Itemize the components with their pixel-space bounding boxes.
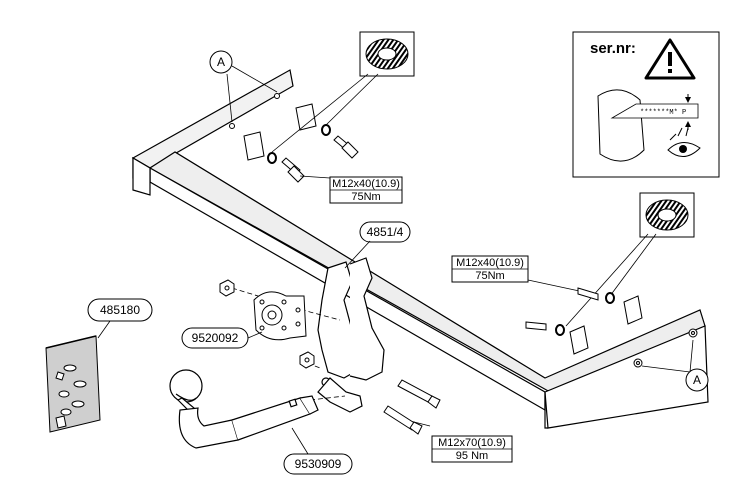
leader-lines-top [226,65,379,179]
circle-a-top: A [209,50,233,74]
bottom-spec: M12x70(10.9) 95 Nm [431,435,513,463]
right-washers [555,292,615,336]
socket-plate [253,291,307,341]
top-left-bolts [281,135,359,183]
svg-text:M12x70(10.9): M12x70(10.9) [438,437,506,449]
bolt-spec-right: M12x40(10.9) 75Nm [451,255,529,283]
top-left-washers [267,124,331,164]
right-plates [569,295,643,355]
bottom-bolts [383,379,441,435]
serrated-washer-right [639,192,695,238]
top-left-plates [243,103,317,161]
svg-text:4851/4: 4851/4 [367,225,404,239]
right-plate-holes [633,328,698,368]
serrated-washer-icon [359,31,415,77]
serial-number-panel: ser.nr: *******M* P [572,31,720,178]
svg-text:M12x40(10.9): M12x40(10.9) [456,257,524,269]
circle-a-right: A [685,368,709,392]
right-bolts [525,287,599,331]
svg-text:A: A [217,55,225,69]
svg-text:ser.nr:: ser.nr: [590,40,636,57]
nuts [219,279,315,369]
kit-bag [45,335,101,433]
leader-lines-right [405,233,694,427]
kit-label: 485180 [87,298,153,339]
bar-bracket [317,257,385,413]
svg-text:A: A [693,373,701,387]
svg-text:M12x40(10.9): M12x40(10.9) [332,178,400,190]
svg-text:*******M* P: *******M* P [640,109,686,117]
svg-text:485180: 485180 [100,303,140,317]
svg-text:75Nm: 75Nm [351,191,380,203]
ball-label: 9530909 [283,427,353,475]
socket-plate-label: 9520092 [181,327,263,349]
svg-text:95 Nm: 95 Nm [456,450,488,462]
svg-text:9520092: 9520092 [192,331,239,345]
tow-ball [169,369,319,449]
bar-part-label: 4851/4 [344,221,411,269]
bolt-spec-top: M12x40(10.9) 75Nm [329,176,403,204]
eye-icon [667,127,701,157]
warning-triangle-icon [644,38,696,80]
left-plate-holes [229,93,280,129]
svg-text:75Nm: 75Nm [475,270,504,282]
svg-text:9530909: 9530909 [295,457,342,471]
